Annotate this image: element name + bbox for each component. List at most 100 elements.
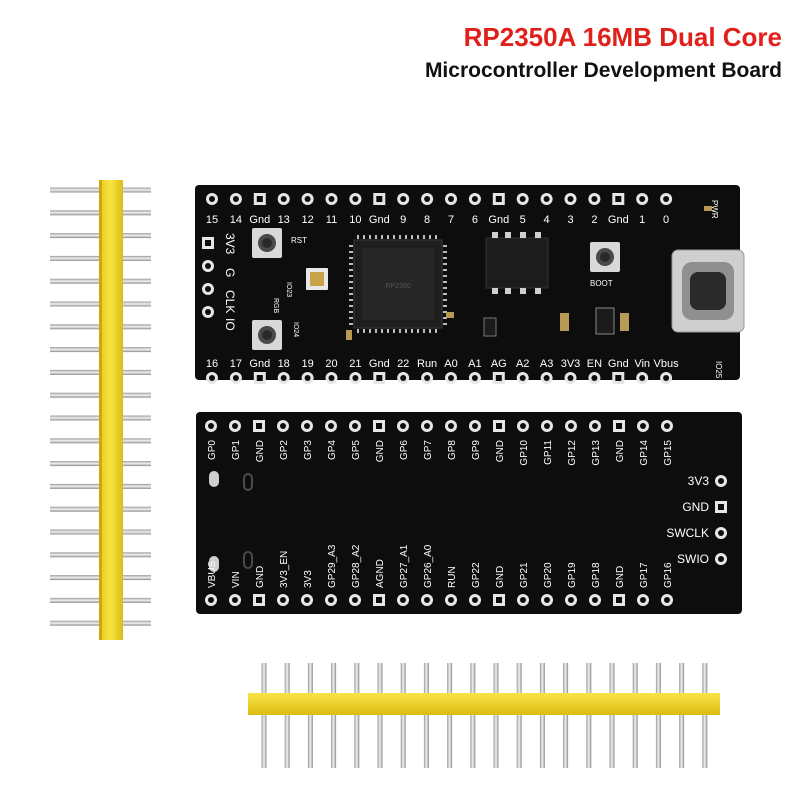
io25-label: IO25 xyxy=(714,361,723,379)
front-side-label: 3V3 xyxy=(223,233,237,255)
back-bottom-pin-label: GND xyxy=(495,566,506,588)
back-bottom-pin-label: GP26_A0 xyxy=(423,544,434,588)
back-top-pin-label: GP8 xyxy=(447,440,458,460)
back-side-pin-label: SWIO xyxy=(677,552,709,566)
front-top-pin-label: Gnd xyxy=(249,214,270,226)
front-bottom-pin-label: A0 xyxy=(444,358,457,370)
io24-label: IO24 xyxy=(292,322,299,337)
back-bottom-pin-label: GP20 xyxy=(543,562,554,588)
header-pin xyxy=(400,663,406,768)
rst-label: RST xyxy=(291,236,307,245)
vertical-pin-header xyxy=(50,180,151,640)
header-plastic xyxy=(99,180,123,640)
header-pin xyxy=(284,663,290,768)
front-bottom-pin-label: EN xyxy=(587,358,602,370)
front-top-pin-label: 8 xyxy=(424,214,430,226)
front-top-pin-label: Gnd xyxy=(488,214,509,226)
back-top-pin-label: GND xyxy=(255,440,266,462)
back-bottom-pin-label: GP21 xyxy=(519,562,530,588)
front-bottom-pin-label: Gnd xyxy=(608,358,629,370)
back-top-pin-label: GP11 xyxy=(543,440,554,465)
horizontal-pin-header xyxy=(248,663,720,768)
io23-label: IO23 xyxy=(285,282,292,297)
front-top-pin-label: Gnd xyxy=(369,214,390,226)
back-bottom-pin-label: GP29_A3 xyxy=(327,544,338,588)
pwr-label: PWR xyxy=(710,200,719,219)
front-bottom-pin-label: Gnd xyxy=(369,358,390,370)
header-pin xyxy=(586,663,592,768)
back-bottom-pin-label: 3V3 xyxy=(303,570,314,588)
front-bottom-pin-label: A3 xyxy=(540,358,553,370)
front-top-pin-label: 9 xyxy=(400,214,406,226)
front-top-pin-label: 15 xyxy=(206,214,218,226)
front-side-label: G xyxy=(223,268,237,277)
io24-button xyxy=(252,320,282,350)
back-top-pin-label: GP12 xyxy=(567,440,578,466)
front-top-pin-label: 14 xyxy=(230,214,242,226)
back-bottom-pin-label: GND xyxy=(615,566,626,588)
back-top-pin-label: GP14 xyxy=(639,440,650,466)
back-bottom-pin-label: GP17 xyxy=(639,562,650,588)
header-pin xyxy=(354,663,360,768)
front-top-pin-label: 2 xyxy=(591,214,597,226)
header-pin xyxy=(261,663,267,768)
front-bottom-pin-label: 16 xyxy=(206,358,218,370)
flash-chip xyxy=(485,232,549,294)
back-top-pin-label: GP0 xyxy=(207,440,218,460)
back-bottom-pin-label: AGND xyxy=(375,559,386,588)
back-side-pin-label: GND xyxy=(682,500,709,514)
back-top-pin-label: GND xyxy=(375,440,386,462)
front-bottom-pin-label: Run xyxy=(417,358,437,370)
front-side-label: IO xyxy=(223,318,237,331)
back-top-pin-label: GP5 xyxy=(351,440,362,460)
back-bottom-pin-label: VBUS xyxy=(207,560,218,588)
front-bottom-pin-label: 17 xyxy=(230,358,242,370)
back-bottom-pin-label: GP19 xyxy=(567,562,578,588)
rgb-led xyxy=(306,268,328,290)
header-pin xyxy=(307,663,313,768)
front-top-pin-label: 5 xyxy=(520,214,526,226)
back-top-pin-label: GP7 xyxy=(423,440,434,460)
front-bottom-pin-label: Vin xyxy=(634,358,650,370)
header-pin xyxy=(563,663,569,768)
back-top-pin-label: GP6 xyxy=(399,440,410,460)
back-bottom-pin-label: GP28_A2 xyxy=(351,544,362,588)
front-top-pin-label: 13 xyxy=(278,214,290,226)
back-top-pin-label: GND xyxy=(495,440,506,462)
back-top-pin-label: GP13 xyxy=(591,440,602,466)
back-bottom-pin-label: GP22 xyxy=(471,562,482,588)
front-top-pin-label: 7 xyxy=(448,214,454,226)
back-bottom-pin-label: GND xyxy=(255,566,266,588)
back-bottom-pin-label: GP27_A1 xyxy=(399,544,410,588)
back-bottom-pin-label: GP16 xyxy=(663,562,674,588)
back-top-pin-label: GP4 xyxy=(327,440,338,460)
back-top-pin-label: GP9 xyxy=(471,440,482,460)
boot-button xyxy=(590,242,620,272)
front-top-pin-label: 6 xyxy=(472,214,478,226)
front-side-label: CLK xyxy=(223,290,237,313)
back-bottom-pin-label: VIN xyxy=(231,571,242,588)
front-bottom-pin-label: 21 xyxy=(349,358,361,370)
header-pin xyxy=(516,663,522,768)
front-top-pin-label: 11 xyxy=(326,214,337,226)
header-pin xyxy=(331,663,337,768)
back-top-pin-label: GND xyxy=(615,440,626,462)
header-pin xyxy=(702,663,708,768)
front-bottom-pin-label: A1 xyxy=(468,358,481,370)
boot-label: BOOT xyxy=(590,279,613,288)
header-pin xyxy=(447,663,453,768)
header-pin xyxy=(632,663,638,768)
rp2350-chip: RP2350 xyxy=(353,239,443,329)
front-bottom-pin-label: Vbus xyxy=(654,358,680,370)
back-top-pin-label: GP1 xyxy=(231,440,242,460)
product-title: RP2350A 16MB Dual Core xyxy=(463,22,782,52)
back-bottom-pin-label: GP18 xyxy=(591,562,602,588)
rst-button xyxy=(252,228,282,258)
front-bottom-pin-label: AG xyxy=(491,358,507,370)
back-top-pin-label: GP2 xyxy=(279,440,290,460)
product-subtitle: Microcontroller Development Board xyxy=(424,59,782,82)
header-pin xyxy=(377,663,383,768)
